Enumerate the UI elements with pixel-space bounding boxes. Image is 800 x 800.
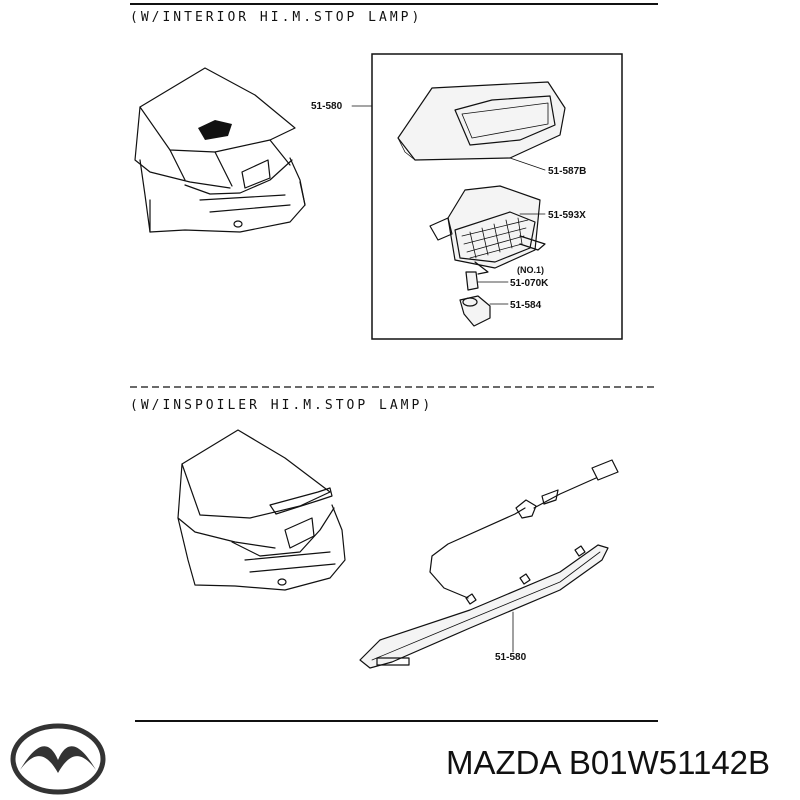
part-label-51-584: 51-584: [510, 300, 542, 311]
detail-box: [371, 53, 623, 340]
car-rear-illustration-2: [177, 429, 346, 591]
spoiler-lamp-assembly: [359, 459, 619, 669]
lamp-housing-cover: [397, 81, 566, 161]
part-number-caption: MAZDA B01W51142B: [446, 744, 771, 781]
part-label-51-587B: 51-587B: [548, 166, 586, 177]
part-label-51-580-top: 51-580: [311, 101, 343, 112]
part-label-51-593X: 51-593X: [548, 210, 586, 221]
part-label-no1: (NO.1): [517, 265, 544, 275]
car-rear-illustration-1: [134, 67, 306, 233]
section-title-interior: (W/INTERIOR HI.M.STOP LAMP): [130, 10, 422, 25]
socket: [459, 295, 491, 327]
lamp-unit: [429, 185, 546, 275]
part-label-51-070K: 51-070K: [510, 278, 549, 289]
part-label-51-580-bottom: 51-580: [495, 652, 527, 663]
mazda-logo-icon: [10, 723, 106, 795]
bulb: [465, 271, 479, 291]
section-title-inspoiler: (W/INSPOILER HI.M.STOP LAMP): [130, 398, 433, 413]
